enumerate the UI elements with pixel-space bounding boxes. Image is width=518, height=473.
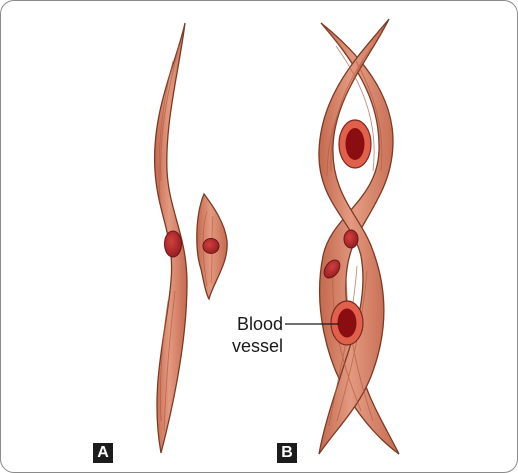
nucleus-b1 [344, 230, 358, 248]
panel-a-short-cell [197, 194, 227, 299]
panel-a-long-cell [155, 23, 187, 453]
nucleus-a2 [203, 239, 219, 254]
panel-label-a: A [93, 443, 113, 463]
panel-b-twisted-cells [319, 19, 399, 454]
callout-line-1: Blood [232, 313, 283, 335]
blood-vessel-callout: Blood vessel [232, 313, 283, 357]
callout-line-2: vessel [232, 335, 283, 357]
panel-label-b: B [277, 443, 297, 463]
blood-vessel-upper [339, 120, 371, 168]
blood-vessel-lower [331, 301, 363, 345]
nucleus-a1 [165, 231, 182, 257]
